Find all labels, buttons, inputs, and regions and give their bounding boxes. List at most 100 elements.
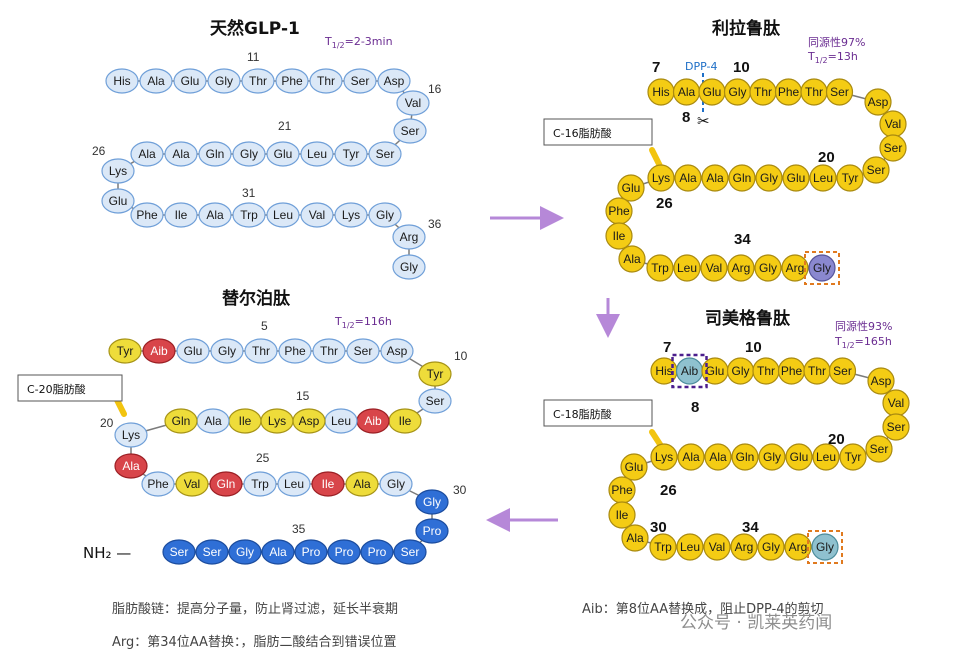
- glp1-residue-shape: [101, 188, 135, 214]
- tirzepatide-residue-label: Phe: [284, 344, 306, 358]
- tirzepatide-residue: Ala: [261, 539, 295, 565]
- semaglutide-residue-label: Gly: [762, 540, 780, 554]
- liraglutide-residue-label: Ser: [867, 163, 886, 177]
- glp1-residue-shape: [105, 68, 139, 94]
- sema-num-34: 34: [742, 519, 759, 536]
- dpp4-label: DPP-4: [685, 60, 717, 73]
- glp1-residue: Ser: [343, 68, 377, 94]
- tirzepatide-residue-shape: [210, 338, 244, 364]
- semaglutide-residue: Leu: [812, 443, 840, 471]
- semaglutide-residue: Ala: [677, 443, 705, 471]
- liraglutide-residue: His: [647, 78, 675, 106]
- semaglutide-residue: Glu: [785, 443, 813, 471]
- semaglutide-residue-label: His: [655, 364, 672, 378]
- glp1-residue-shape: [377, 68, 411, 94]
- glp1-residue-shape: [368, 202, 402, 228]
- tirzepatide-residue-shape: [415, 489, 449, 515]
- tirzepatide-residue-label: Ala: [122, 459, 140, 473]
- note-fatty-acid-chain: 脂肪酸链：提高分子量，防止肾过滤，延长半衰期: [112, 601, 398, 617]
- glp1-residue-shape: [139, 68, 173, 94]
- glp1-residue: Ala: [130, 141, 164, 167]
- tirzepatide-residue-label: Gly: [236, 545, 254, 559]
- glp1-residue-shape: [266, 202, 300, 228]
- semaglutide-residue-label: Tyr: [845, 450, 862, 464]
- glp1-residue-label: Gly: [240, 147, 258, 161]
- liraglutide-residue-label: Leu: [813, 171, 833, 185]
- tirzepatide-residue-label: Pro: [335, 545, 354, 559]
- semaglutide-residue-shape: [758, 443, 786, 471]
- liraglutide-residue-label: Arg: [786, 261, 805, 275]
- liraglutide-residue-label: Thr: [754, 85, 772, 99]
- tirzepatide-residue-shape: [114, 453, 148, 479]
- glp1-residue: Ser: [368, 141, 402, 167]
- glp1-residue-label: Phe: [136, 208, 158, 222]
- glp1-residue: Asp: [377, 68, 411, 94]
- note-aib: Aib：第8位AA替换成，阻止DPP-4的剪切: [582, 601, 824, 617]
- glp1-residue-shape: [343, 68, 377, 94]
- liraglutide-residue: Ile: [605, 222, 633, 250]
- tirzepatide-residue-label: Ala: [204, 414, 222, 428]
- glp1-residue-label: Lys: [109, 164, 127, 178]
- semaglutide-residue: Aib: [675, 357, 704, 385]
- liraglutide-residue-label: Val: [706, 261, 722, 275]
- liraglutide-residue-shape: [879, 134, 907, 162]
- tirzepatide-residue: Thr: [244, 338, 278, 364]
- glp1-residue-shape: [275, 68, 309, 94]
- glp1-residue-label: Ser: [351, 74, 370, 88]
- lira-num-10: 10: [733, 59, 750, 76]
- sema-num-8: 8: [691, 399, 699, 416]
- semaglutide-residue: Leu: [676, 533, 704, 561]
- liraglutide-residue: Thr: [749, 78, 777, 106]
- semaglutide-half-life: T1/2=165h: [834, 335, 892, 350]
- glp1-residue: Leu: [300, 141, 334, 167]
- tirzepatide-residue-label: Trp: [251, 477, 269, 491]
- glp1-residue-label: His: [113, 74, 130, 88]
- nh2-label: NH₂ —: [83, 544, 131, 562]
- tirzepatide-residue-label: Asp: [387, 344, 408, 358]
- tirzepatide-residue-label: Pro: [368, 545, 387, 559]
- liraglutide-residue: Ala: [674, 164, 702, 192]
- glp1-residue: Phe: [275, 68, 309, 94]
- liraglutide-residue-label: Ala: [679, 171, 697, 185]
- glp1-residue-label: Tyr: [343, 147, 360, 161]
- liraglutide-residue-label: Thr: [805, 85, 823, 99]
- liraglutide-residue-shape: [862, 156, 890, 184]
- tirzepatide-residue: Phe: [278, 338, 312, 364]
- glp1-residue: Tyr: [334, 141, 368, 167]
- semaglutide-residue-label: Trp: [654, 540, 672, 554]
- liraglutide-title: 利拉鲁肽: [712, 18, 781, 39]
- glp1-residue-shape: [130, 141, 164, 167]
- lira-num-34: 34: [734, 231, 751, 248]
- liraglutide-residue-label: Asp: [868, 95, 889, 109]
- glp1-residue: Ala: [164, 141, 198, 167]
- tirzepatide-residue-label: Ser: [401, 545, 420, 559]
- tirzepatide-residue: Ala: [345, 471, 379, 497]
- tirzepatide-residue-label: Ala: [269, 545, 287, 559]
- glp1-residue-label: Ala: [206, 208, 224, 222]
- glp1-residue-label: Gln: [206, 147, 225, 161]
- glp1-residue: Gly: [368, 202, 402, 228]
- semaglutide-residue-label: Thr: [808, 364, 826, 378]
- semaglutide-residue-shape: [882, 413, 910, 441]
- tirzepatide-residue: Gly: [415, 489, 449, 515]
- liraglutide-residue: Glu: [617, 174, 645, 202]
- tirzepatide-residue: Pro: [415, 518, 449, 544]
- tirzepatide-residue: Ser: [393, 539, 427, 565]
- glp1-residue-shape: [300, 141, 334, 167]
- tirzepatide-residue-label: Gln: [172, 414, 191, 428]
- tirzepatide-residue-label: Gly: [218, 344, 236, 358]
- lira-num-7: 7: [652, 59, 660, 76]
- watermark: 公众号 · 凯莱英药闻: [680, 613, 832, 633]
- glp1-title: 天然GLP-1: [210, 18, 300, 39]
- liraglutide-residue: Tyr: [836, 164, 864, 192]
- semaglutide-residue-label: Gly: [816, 540, 834, 554]
- liraglutide-residue-label: Gly: [760, 171, 778, 185]
- tirzepatide-residue-label: Ser: [426, 394, 445, 408]
- semaglutide-residue-label: Gln: [736, 450, 755, 464]
- tirzepatide-residue-label: Lys: [268, 414, 286, 428]
- tirzepatide-residue-label: Ser: [203, 545, 222, 559]
- glp1-residue-label: Asp: [384, 74, 405, 88]
- glp1-num-31: 31: [242, 186, 256, 200]
- glp1-residue-shape: [334, 202, 368, 228]
